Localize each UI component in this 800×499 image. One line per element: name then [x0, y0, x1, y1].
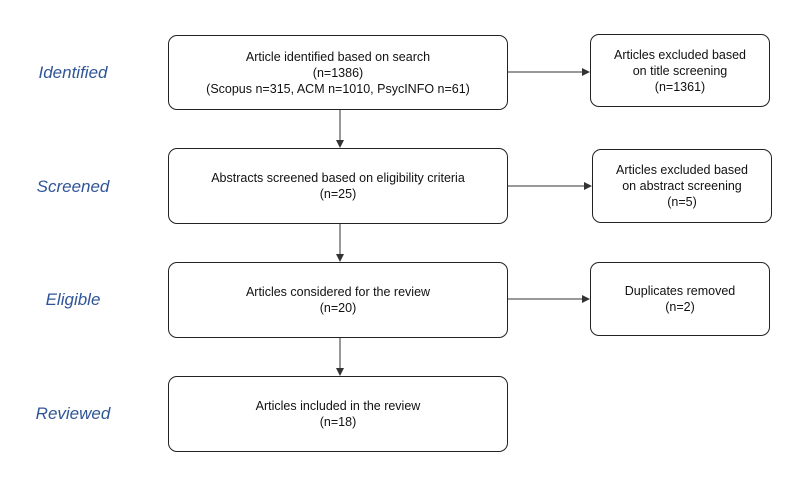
title-exclusion-line-1: Articles excluded based	[613, 47, 747, 62]
eligible-box-line-2: (n=20)	[319, 301, 357, 315]
stage-label-eligible: Eligible	[45, 290, 101, 309]
abstract-exclusion-box: Articles excluded based on abstract scre…	[592, 149, 772, 223]
title-exclusion-line-2: on title screening	[632, 63, 728, 78]
screened-box: Abstracts screened based on eligibility …	[168, 148, 508, 224]
reviewed-box-line-1: Articles included in the review	[255, 399, 421, 413]
stage-label-screened: Screened	[36, 177, 110, 196]
abstract-exclusion-line-3: (n=5)	[667, 195, 697, 209]
title-exclusion-line-3: (n=1361)	[654, 79, 706, 94]
identified-box-line-1: Article identified based on search	[245, 49, 431, 64]
duplicates-box: Duplicates removed (n=2)	[590, 262, 770, 336]
identified-box-line-3: (Scopus n=315, ACM n=1010, PsycINFO n=61…	[206, 81, 470, 96]
screened-box-line-2: (n=25)	[319, 187, 357, 201]
eligible-box: Articles considered for the review (n=20…	[168, 262, 508, 338]
duplicates-line-1: Duplicates removed	[624, 284, 736, 298]
abstract-exclusion-line-1: Articles excluded based	[615, 163, 749, 177]
identified-box: Article identified based on search (n=13…	[168, 35, 508, 110]
eligible-box-line-1: Articles considered for the review	[245, 285, 431, 299]
identified-box-line-2: (n=1386)	[312, 65, 364, 80]
title-exclusion-box: Articles excluded based on title screeni…	[590, 34, 770, 107]
duplicates-line-2: (n=2)	[665, 300, 695, 314]
reviewed-box: Articles included in the review (n=18)	[168, 376, 508, 452]
screened-box-line-1: Abstracts screened based on eligibility …	[211, 171, 465, 185]
reviewed-box-line-2: (n=18)	[319, 415, 357, 429]
stage-label-identified: Identified	[38, 63, 108, 82]
stage-label-reviewed: Reviewed	[35, 404, 111, 423]
abstract-exclusion-line-2: on abstract screening	[622, 179, 742, 193]
